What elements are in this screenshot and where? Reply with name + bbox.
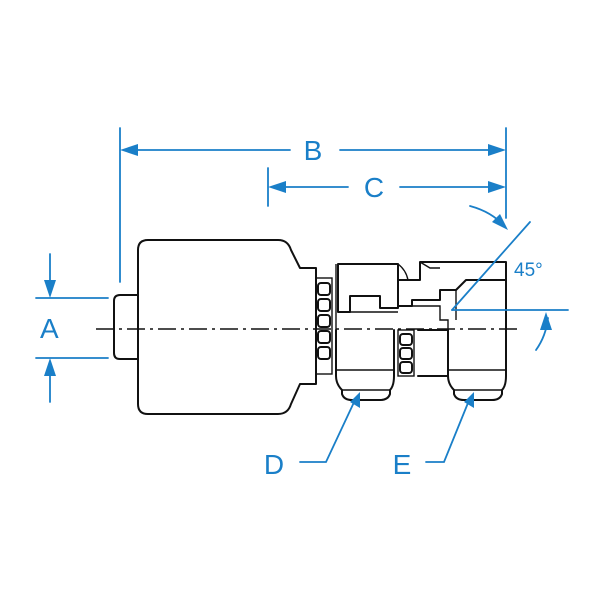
label-c: C: [364, 172, 384, 203]
label-angle: 45°: [514, 260, 543, 281]
label-e: E: [393, 449, 412, 480]
label-b: B: [304, 135, 323, 166]
nut-d: [335, 329, 395, 401]
label-d: D: [264, 449, 284, 480]
hex-stack-middle: [397, 329, 415, 377]
stem-tip: [113, 294, 139, 360]
label-a: A: [40, 313, 59, 344]
dimension-c: [267, 167, 506, 207]
leader-d: [299, 392, 360, 463]
nut-e: [417, 277, 507, 401]
dimension-a: [35, 253, 109, 403]
section-upper: [335, 261, 507, 330]
ferrule-socket: [137, 239, 317, 415]
leader-e: [425, 392, 474, 463]
hex-stack-left: [315, 277, 333, 375]
dimension-b: [119, 127, 507, 283]
fitting-body: [113, 239, 507, 415]
dimension-angle: [451, 205, 569, 351]
